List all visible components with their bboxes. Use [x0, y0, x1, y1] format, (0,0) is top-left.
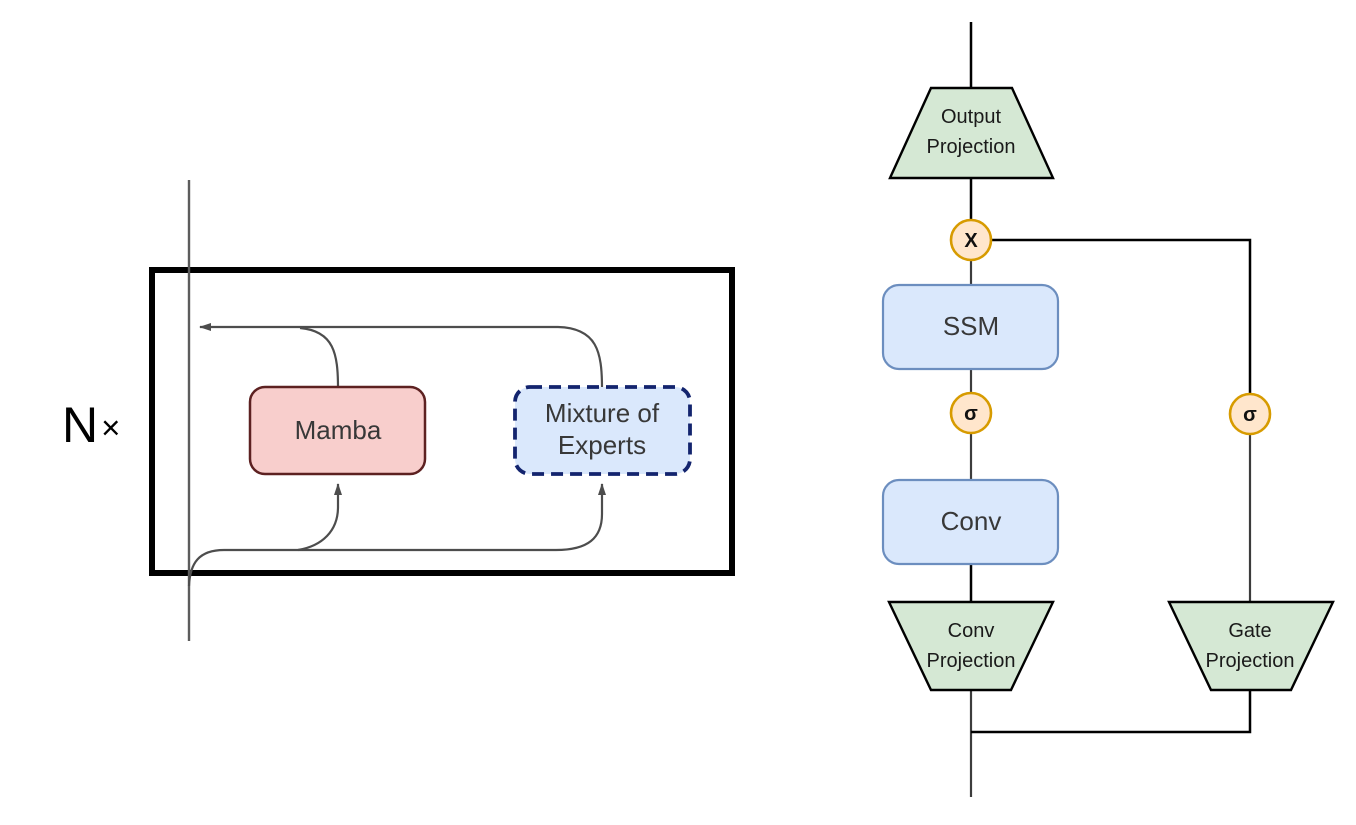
gate-sigma-op-circle — [1228, 392, 1272, 436]
sigma-op-circle — [949, 391, 993, 435]
moe-output-arrow — [199, 323, 604, 389]
moe-block-shape — [513, 385, 692, 476]
mamba-label: Mamba — [295, 415, 382, 445]
output-projection-shape — [888, 86, 1055, 180]
moe-label-line2: Experts — [558, 430, 646, 460]
repeat-count-label: N× — [62, 397, 120, 453]
gate-top-connector — [990, 238, 1252, 395]
gate-bottom-connector — [971, 690, 1252, 734]
ssm-label: SSM — [943, 311, 999, 341]
moe-mamba-layer-panel: Mamba Mixture of Experts N× — [62, 180, 735, 641]
multiply-op-symbol: X — [964, 230, 978, 252]
gate-sigma-op-symbol: σ — [1243, 404, 1257, 426]
repeat-n-text: N — [62, 397, 98, 453]
ssm-block-shape — [881, 283, 1060, 371]
output-projection-label-line1: Output — [941, 106, 1001, 128]
mamba-input-arrow — [297, 483, 342, 552]
conv-projection-label-line2: Projection — [927, 650, 1016, 672]
multiply-op-circle — [949, 218, 993, 262]
output-projection-label-line2: Projection — [927, 136, 1016, 158]
conv-projection-shape — [887, 600, 1055, 692]
moe-label-line1: Mixture of — [545, 398, 660, 428]
moe-input-arrow — [187, 483, 606, 587]
conv-projection-label-line1: Conv — [948, 620, 995, 642]
gate-projection-label-line1: Gate — [1228, 620, 1271, 642]
mamba-output-wire — [299, 326, 340, 389]
gate-projection-label-line2: Projection — [1206, 650, 1295, 672]
repeated-layer-box — [149, 267, 735, 576]
sigma-op-symbol: σ — [964, 403, 978, 425]
repeat-times-text: × — [101, 409, 120, 446]
conv-block-shape — [881, 478, 1060, 566]
gate-projection-shape — [1167, 600, 1335, 692]
mamba-block-panel: Output Projection X SSM σ Conv Conv Proj… — [881, 22, 1335, 797]
mamba-block-shape — [248, 385, 427, 476]
conv-label: Conv — [941, 506, 1002, 536]
